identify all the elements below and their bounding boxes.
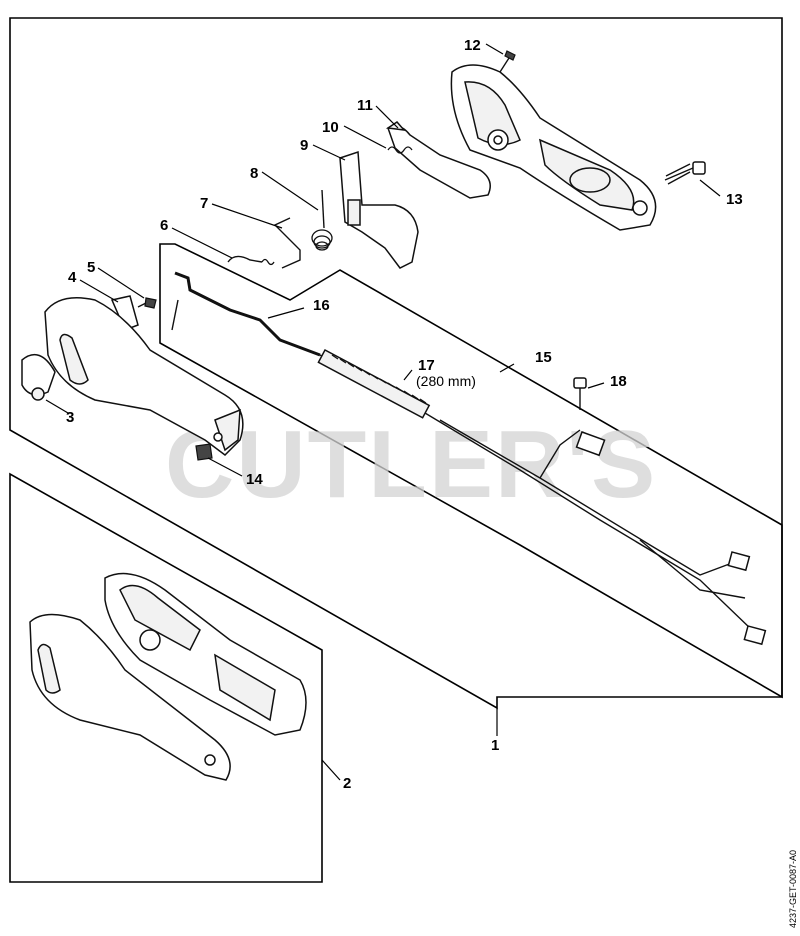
screw-18 bbox=[573, 377, 587, 410]
callout-4: 4 bbox=[68, 269, 77, 286]
watermark: CUTLER'S bbox=[165, 411, 657, 518]
callout-5: 5 bbox=[87, 259, 95, 276]
rod-16 bbox=[171, 271, 321, 357]
assembly-1-frame bbox=[9, 17, 783, 710]
callout-16: 16 bbox=[313, 297, 330, 314]
callout-1: 1 bbox=[491, 737, 499, 754]
callout-18: 18 bbox=[610, 373, 627, 390]
callout-7: 7 bbox=[200, 195, 208, 212]
callout-10: 10 bbox=[322, 119, 339, 136]
assembly-2-frame bbox=[9, 472, 323, 883]
callout-17-note: (280 mm) bbox=[416, 373, 476, 389]
callout-11: 11 bbox=[357, 97, 373, 114]
assembly-15-frame bbox=[159, 243, 783, 699]
spring-10 bbox=[387, 146, 413, 154]
callout-3: 3 bbox=[66, 409, 74, 426]
leader-lines bbox=[45, 43, 721, 781]
callout-9: 9 bbox=[300, 137, 308, 154]
knob-3 bbox=[21, 353, 56, 401]
handle-shell-right bbox=[450, 64, 657, 231]
callout-13: 13 bbox=[726, 191, 743, 208]
wiring-harness-15 bbox=[439, 419, 767, 646]
callout-14: 14 bbox=[246, 471, 263, 488]
callout-8: 8 bbox=[250, 165, 258, 182]
torsion-spring-8 bbox=[311, 189, 333, 251]
spring-clip-7 bbox=[273, 217, 301, 269]
callout-12: 12 bbox=[464, 37, 481, 54]
handle-assembly-2 bbox=[29, 572, 307, 781]
callout-15: 15 bbox=[535, 349, 552, 366]
screw-13 bbox=[664, 161, 706, 185]
lever-9 bbox=[339, 150, 419, 269]
nut-14 bbox=[195, 443, 213, 461]
screw-12 bbox=[499, 50, 516, 73]
cable-17 bbox=[317, 348, 753, 631]
spring-6 bbox=[227, 255, 275, 266]
trigger-11 bbox=[385, 121, 491, 199]
callout-17: 17 bbox=[418, 357, 435, 374]
callout-2: 2 bbox=[343, 775, 351, 792]
handle-shell-left bbox=[44, 297, 244, 456]
screw-5 bbox=[137, 297, 157, 309]
callout-6: 6 bbox=[160, 217, 168, 234]
document-id: 4237-GET-0087-A0 bbox=[788, 850, 798, 928]
